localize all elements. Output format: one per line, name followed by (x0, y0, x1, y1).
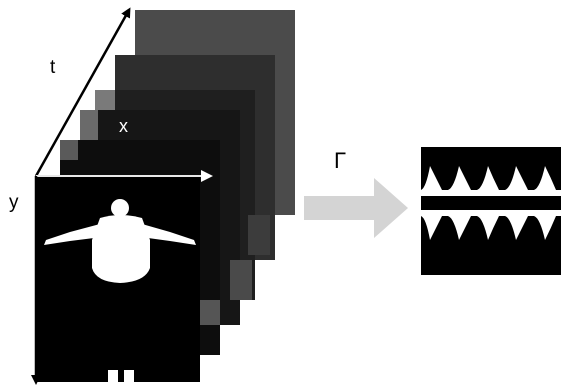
frame-edge-block (248, 215, 270, 255)
t-axis-arrow (34, 7, 131, 177)
t-axis-label: t (50, 57, 56, 78)
frame-edge-block (80, 110, 98, 140)
frame-edge-block (60, 140, 78, 160)
output-upper-pattern (421, 166, 561, 196)
transform-arrow (304, 178, 408, 238)
y-axis-label: y (9, 192, 19, 213)
frame-edge-block (95, 90, 115, 110)
frame-edge-block (200, 300, 220, 325)
x-axis-label: x (119, 116, 128, 136)
front-frame (36, 176, 200, 382)
frame-edge-block (230, 260, 252, 300)
output-lower-pattern (421, 210, 561, 240)
silhouette (44, 199, 196, 382)
output-image (421, 147, 561, 275)
transform-label: Γ (334, 148, 347, 173)
